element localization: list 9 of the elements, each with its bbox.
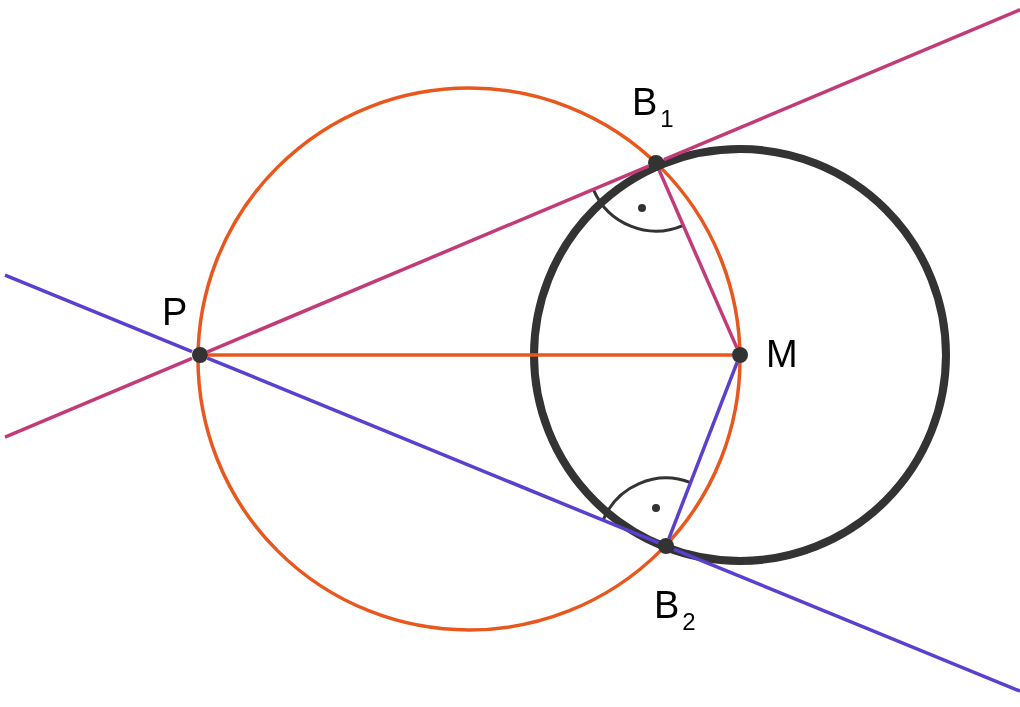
line-segment bbox=[667, 361, 739, 540]
line-segment bbox=[208, 353, 732, 357]
point-label: M bbox=[766, 335, 798, 373]
point-label: B$_{2}$ bbox=[654, 586, 696, 634]
line-segment bbox=[206, 356, 660, 545]
line-segment bbox=[206, 164, 650, 354]
point-label: P bbox=[162, 293, 188, 331]
point-label: B$_{1}$ bbox=[632, 83, 674, 131]
line-segment bbox=[657, 169, 739, 349]
